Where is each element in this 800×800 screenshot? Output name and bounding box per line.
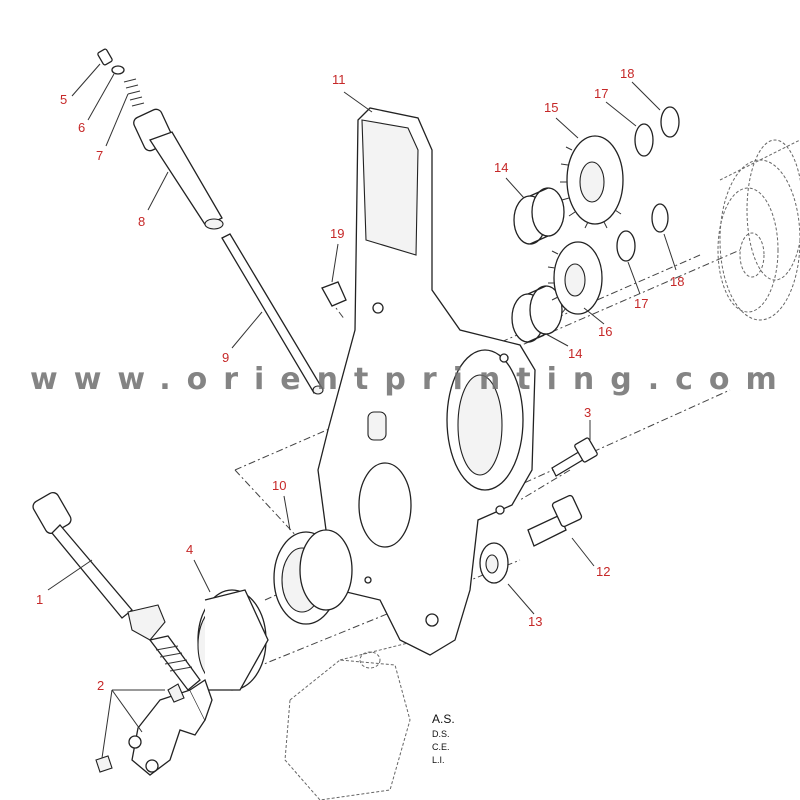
callout-18-upper: 18 <box>620 66 634 81</box>
callout-14-upper: 14 <box>494 160 508 175</box>
part-11-mounting-plate <box>317 107 536 656</box>
callout-8: 8 <box>138 214 145 229</box>
callout-18-lower: 18 <box>670 274 684 289</box>
callout-17-upper: 17 <box>594 86 608 101</box>
callout-14-lower: 14 <box>568 346 582 361</box>
part-14-bushing-upper <box>513 187 565 245</box>
legend-title: A.S. <box>432 712 455 726</box>
part-9-rod <box>221 233 324 395</box>
callout-17-lower: 17 <box>634 296 648 311</box>
part-8-sleeve <box>133 108 224 230</box>
part-13-washer <box>479 542 509 584</box>
callout-5: 5 <box>60 92 67 107</box>
callout-10: 10 <box>272 478 286 493</box>
callout-12: 12 <box>596 564 610 579</box>
callout-19: 19 <box>330 226 344 241</box>
leader-lines <box>47 63 677 759</box>
part-14-bushing-lower <box>511 285 563 343</box>
callout-1: 1 <box>36 592 43 607</box>
legend-line-1: D.S. <box>432 729 450 739</box>
callout-4: 4 <box>186 542 193 557</box>
part-10-bearing-ring <box>273 529 353 625</box>
part-5-set-screw <box>97 48 113 66</box>
callout-3: 3 <box>584 405 591 420</box>
callout-7: 7 <box>96 148 103 163</box>
part-4-cover-cup <box>197 589 269 691</box>
callout-15: 15 <box>544 100 558 115</box>
part-17-spacer-lower <box>616 230 636 262</box>
legend-block: A.S. D.S. C.E. L.I. <box>432 712 455 767</box>
callout-9: 9 <box>222 350 229 365</box>
part-18-clip-upper <box>660 106 680 138</box>
part-18-clip-lower <box>651 203 669 233</box>
watermark-text: www.orientprinting.com <box>30 362 793 397</box>
callout-13: 13 <box>528 614 542 629</box>
callout-2: 2 <box>97 678 104 693</box>
background-motor-housing <box>284 639 421 800</box>
part-17-spacer-upper <box>634 123 654 157</box>
part-6-washer <box>111 65 125 75</box>
part-12-shoulder-bolt <box>527 494 583 547</box>
part-16-gear-lower <box>547 241 603 315</box>
callout-11: 11 <box>332 72 346 87</box>
background-gear-cluster <box>717 139 800 321</box>
part-7-spring <box>123 78 145 107</box>
part-15-gear-upper <box>560 135 624 229</box>
callout-labels: 1 2 3 4 5 6 7 8 9 10 11 12 13 14 14 15 1… <box>36 66 684 693</box>
callout-16: 16 <box>598 324 612 339</box>
legend-line-3: L.I. <box>432 755 445 765</box>
callout-6: 6 <box>78 120 85 135</box>
legend-line-2: C.E. <box>432 742 450 752</box>
part-19-stop-block <box>321 281 347 307</box>
part-2-linkage-bracket <box>95 678 213 776</box>
part-1-drive-shaft <box>32 491 201 691</box>
part-3-bolt <box>551 437 598 477</box>
